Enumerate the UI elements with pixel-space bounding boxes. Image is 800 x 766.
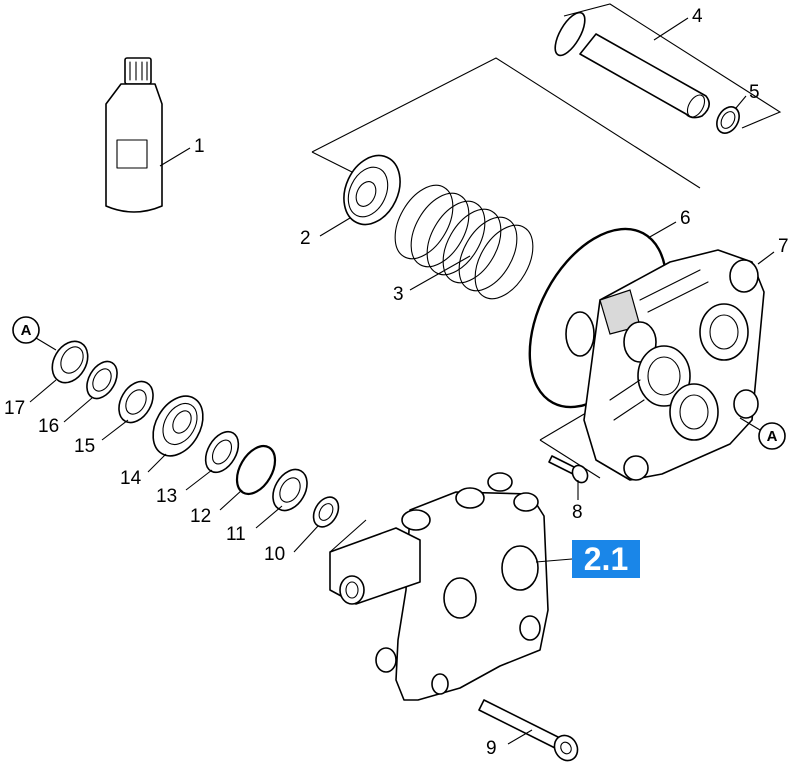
callout-9: 9 <box>486 738 497 759</box>
seal-15-part <box>118 380 154 424</box>
svg-text:A: A <box>767 428 778 445</box>
oil-bottle-part <box>105 57 163 213</box>
callout-numbers: 1 2 3 4 5 6 7 8 9 10 11 12 13 14 15 16 1… <box>4 6 789 759</box>
bolt-long-part <box>478 699 579 762</box>
seal-sleeve-part <box>152 395 204 457</box>
seal-cap-part <box>343 154 401 226</box>
callout-1: 1 <box>194 136 205 157</box>
svg-text:A: A <box>21 322 32 339</box>
callout-15: 15 <box>74 436 95 457</box>
pump-head-part <box>329 472 549 701</box>
washer-small-part <box>312 496 340 528</box>
callout-3: 3 <box>393 284 404 305</box>
threaded-plug-part <box>51 340 89 384</box>
o-ring-small-part <box>235 445 277 495</box>
reference-marker-a-right: A <box>739 417 786 450</box>
washer-16-part <box>86 360 118 400</box>
callout-8: 8 <box>572 502 583 523</box>
callout-6: 6 <box>680 208 691 229</box>
piston-part <box>554 11 710 119</box>
callout-12: 12 <box>190 506 211 527</box>
callout-17: 17 <box>4 398 25 419</box>
callout-leaders <box>29 17 775 745</box>
spring-part <box>394 184 534 300</box>
washer-13-part <box>204 430 240 474</box>
callout-13: 13 <box>156 486 177 507</box>
callout-10: 10 <box>264 544 285 565</box>
piston-ring-part <box>716 106 740 134</box>
callout-14: 14 <box>120 468 142 489</box>
callout-4: 4 <box>692 6 703 27</box>
callout-5: 5 <box>749 82 760 103</box>
assembly-badge: 2.1 <box>572 540 640 578</box>
callout-7: 7 <box>778 236 789 257</box>
assembly-frame-lines <box>311 3 782 553</box>
callout-16: 16 <box>38 416 59 437</box>
reference-marker-a-left: A <box>12 316 57 351</box>
callout-11: 11 <box>226 524 246 545</box>
valve-housing-part <box>565 249 765 481</box>
screw-short-part <box>548 455 589 484</box>
callout-2: 2 <box>300 228 311 249</box>
